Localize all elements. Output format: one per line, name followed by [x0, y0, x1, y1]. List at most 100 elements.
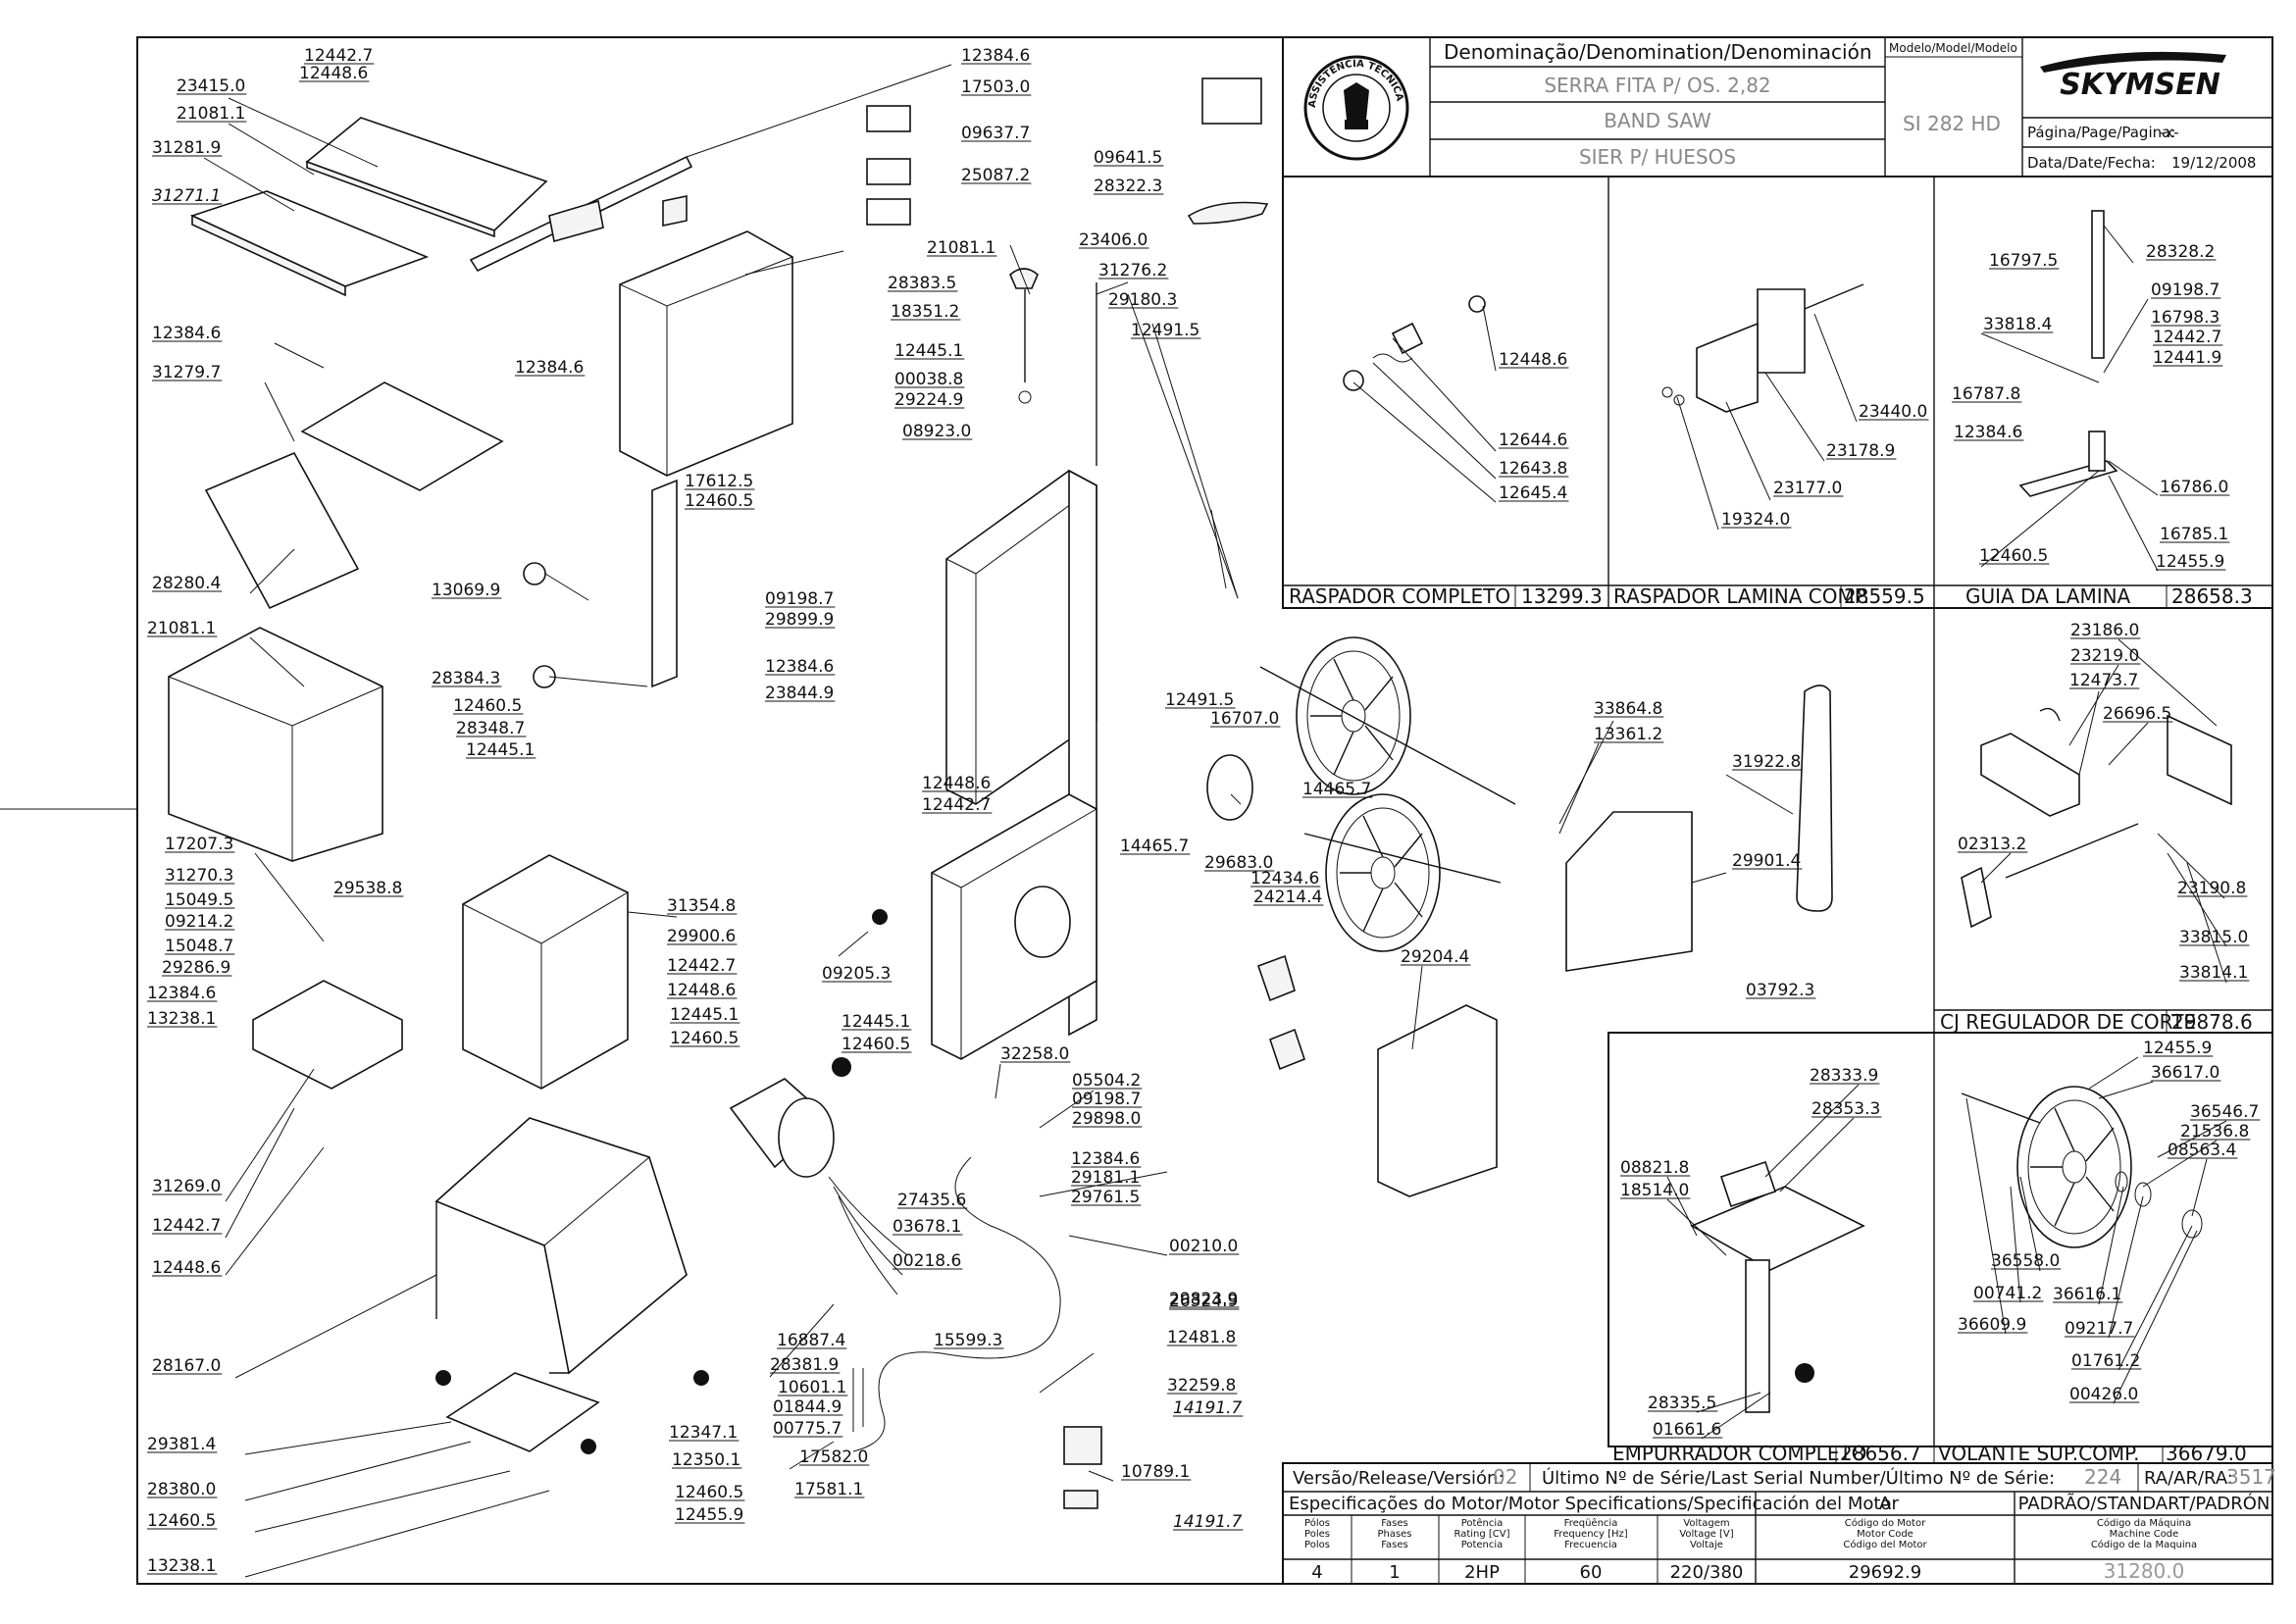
part-label-bottom-left-10: 12460.5	[675, 1483, 743, 1502]
label-box-09637	[866, 158, 911, 185]
part-label-raspador-lamina-0: 23440.0	[1859, 402, 1927, 422]
part-label-bottom-center-11: 00218.6	[893, 1251, 961, 1271]
part-label-center-top-5: 12491.5	[1131, 321, 1199, 340]
leader-line	[2108, 475, 2159, 572]
leader-line	[2157, 1120, 2227, 1158]
pulley	[1206, 754, 1253, 821]
part-label-bottom-center-20: 01844.9	[773, 1397, 842, 1417]
side-cover	[168, 627, 383, 862]
page-value: -x-	[2160, 124, 2179, 141]
product-name-pt: SERRA FITA P/ OS. 2,82	[1544, 74, 1770, 97]
part-label-center-6: 12491.5	[1165, 690, 1234, 710]
part-label-middle-left-14: 29286.9	[162, 958, 230, 978]
leader-line	[2113, 1230, 2198, 1404]
wheel-cover-lower	[1377, 1004, 1498, 1197]
part-label-bottom-center-0: 12445.1	[842, 1012, 910, 1032]
part-label-middle-left-2: 28280.4	[152, 574, 221, 593]
motor-value-6: 31280.0	[2104, 1559, 2185, 1583]
part-label-middle-left-0: 12384.6	[152, 324, 221, 343]
part-label-guia-2: 09198.7	[2151, 280, 2219, 300]
part-label-top-left-3: 21081.1	[177, 104, 245, 124]
part-label-bottom-center-4: 09198.7	[1072, 1090, 1141, 1109]
part-label-volante-5: 36558.0	[1991, 1251, 2060, 1271]
leader-line	[2019, 1176, 2041, 1272]
motor-housing	[462, 854, 629, 1090]
part-label-middle-left-17: 29538.8	[333, 879, 402, 898]
rail-upper	[300, 381, 504, 491]
date-label: Data/Date/Fecha:	[2027, 154, 2156, 172]
label-box-17503	[866, 105, 911, 132]
part-label-top-left-6: 12384.6	[961, 46, 1030, 66]
part-label-bottom-center-5: 29898.0	[1072, 1109, 1141, 1129]
part-label-regulador-7: 33814.1	[2179, 963, 2248, 983]
part-label-center-17: 12445.1	[670, 1005, 739, 1025]
part-label-center-top-6: 21081.1	[927, 238, 995, 258]
label-box-25087	[866, 198, 911, 226]
part-label-guia-6: 12441.9	[2153, 348, 2221, 368]
part-label-empurrador-1: 28353.3	[1811, 1099, 1880, 1119]
empurrador-name: EMPURRADOR COMPLETO	[1612, 1442, 1866, 1465]
leader-line	[244, 1421, 452, 1455]
leader-line	[254, 1470, 511, 1533]
part-label-middle-left-12: 09214.2	[165, 912, 233, 932]
knob	[523, 562, 546, 585]
base-cabinet	[434, 1117, 688, 1375]
motor-value-1: 1	[1389, 1562, 1400, 1583]
lower-frame	[931, 793, 1097, 1060]
part-label-top-left-8: 09637.7	[961, 124, 1030, 143]
leader-line	[2103, 298, 2149, 374]
model-value: SI 282 HD	[1903, 112, 2001, 135]
drawing-border	[136, 36, 2273, 1585]
part-label-bottom-left-2: 12448.6	[152, 1258, 221, 1278]
leader-line	[2117, 1225, 2193, 1371]
leader-line	[627, 911, 678, 918]
part-label-guia-11: 12460.5	[1979, 546, 2048, 566]
part-label-center-19: 09205.3	[822, 964, 891, 984]
warning-plate	[1063, 1426, 1102, 1465]
guia-name: GUIA DA LAMINA	[1965, 584, 2131, 608]
part-label-center-0: 09198.7	[765, 589, 834, 609]
leader-line	[2088, 1056, 2139, 1090]
part-label-middle-left-10: 31270.3	[165, 866, 233, 886]
base-plate	[445, 1372, 600, 1452]
part-label-top-left-9: 25087.2	[961, 166, 1030, 185]
leader-line	[1779, 1117, 1855, 1193]
part-label-regulador-6: 33815.0	[2179, 928, 2248, 947]
part-label-regulador-2: 12473.7	[2069, 671, 2138, 690]
part-label-empurrador-3: 18514.0	[1620, 1181, 1689, 1200]
part-label-center-7: 16707.0	[1210, 709, 1279, 729]
motor-value-5: 29692.9	[1849, 1562, 1921, 1583]
part-label-bottom-left-5: 28380.0	[147, 1480, 216, 1499]
regulador-name: CJ REGULADOR DE CORTE	[1940, 1010, 2196, 1034]
part-label-volante-10: 01761.2	[2071, 1351, 2140, 1371]
part-label-volante-4: 08563.4	[2168, 1141, 2236, 1160]
leader-line	[249, 636, 305, 687]
part-label-guia-7: 16787.8	[1952, 384, 2020, 404]
part-label-empurrador-4: 28335.5	[1648, 1394, 1716, 1413]
part-label-raspador-3: 12645.4	[1499, 483, 1567, 503]
saw-blade	[1796, 685, 1833, 912]
raspador-lamina-code: 28559.5	[1844, 584, 1925, 608]
part-label-middle-left-11: 15049.5	[165, 890, 233, 910]
part-label-bottom-center-10: 03678.1	[893, 1217, 961, 1237]
motor-value-0: 4	[1311, 1562, 1322, 1583]
empurrador-code: 28656.7	[1840, 1442, 1921, 1465]
guide-post	[651, 479, 678, 688]
label-box-09641	[1201, 77, 1262, 125]
leader-line	[1009, 244, 1031, 295]
leader-line	[789, 1441, 835, 1470]
part-label-center-21: 13361.2	[1594, 725, 1662, 744]
part-label-center-23: 29901.4	[1732, 851, 1801, 871]
part-label-bottom-center-27: 14191.7	[1173, 1512, 1242, 1532]
leader-line	[249, 548, 295, 594]
part-label-center-top-1: 28322.3	[1094, 177, 1162, 196]
brand-name: SKYMSEN	[2060, 68, 2220, 102]
part-label-regulador-1: 23219.0	[2070, 646, 2139, 666]
leader-line	[228, 123, 315, 176]
part-label-bottom-center-9: 27435.6	[897, 1191, 966, 1210]
leader-lines	[203, 64, 2227, 1578]
leader-line	[544, 573, 589, 601]
